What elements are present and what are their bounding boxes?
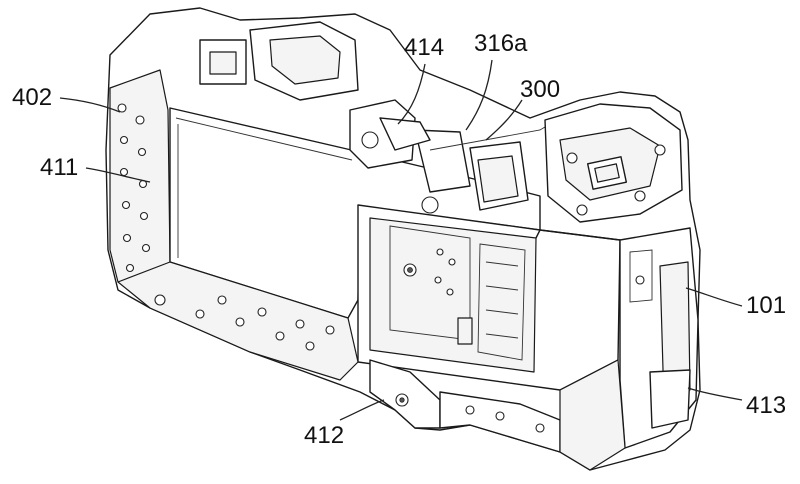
ref-numeral-411: 411 bbox=[40, 154, 79, 181]
top-mechanism bbox=[199, 21, 561, 214]
right-side-panel bbox=[619, 227, 699, 449]
ref-numeral-412: 412 bbox=[304, 422, 345, 449]
ref-numeral-101: 101 bbox=[746, 292, 787, 319]
bottom-right-base bbox=[559, 359, 626, 471]
ref-numeral-300: 300 bbox=[520, 76, 561, 103]
bottom-frame-rail bbox=[117, 261, 359, 381]
left-frame-holes bbox=[117, 103, 151, 273]
inner-mechanism bbox=[389, 225, 526, 361]
right-top-assembly bbox=[544, 103, 683, 223]
left-frame-member bbox=[109, 69, 171, 293]
ref-numeral-402: 402 bbox=[12, 84, 53, 111]
leader-lines bbox=[59, 59, 743, 421]
ref-numeral-316a: 316a bbox=[474, 30, 528, 57]
ref-numeral-414: 414 bbox=[404, 34, 445, 61]
ref-numeral-413: 413 bbox=[746, 392, 787, 419]
display-window bbox=[369, 217, 537, 373]
bottom-bracket bbox=[369, 359, 561, 453]
